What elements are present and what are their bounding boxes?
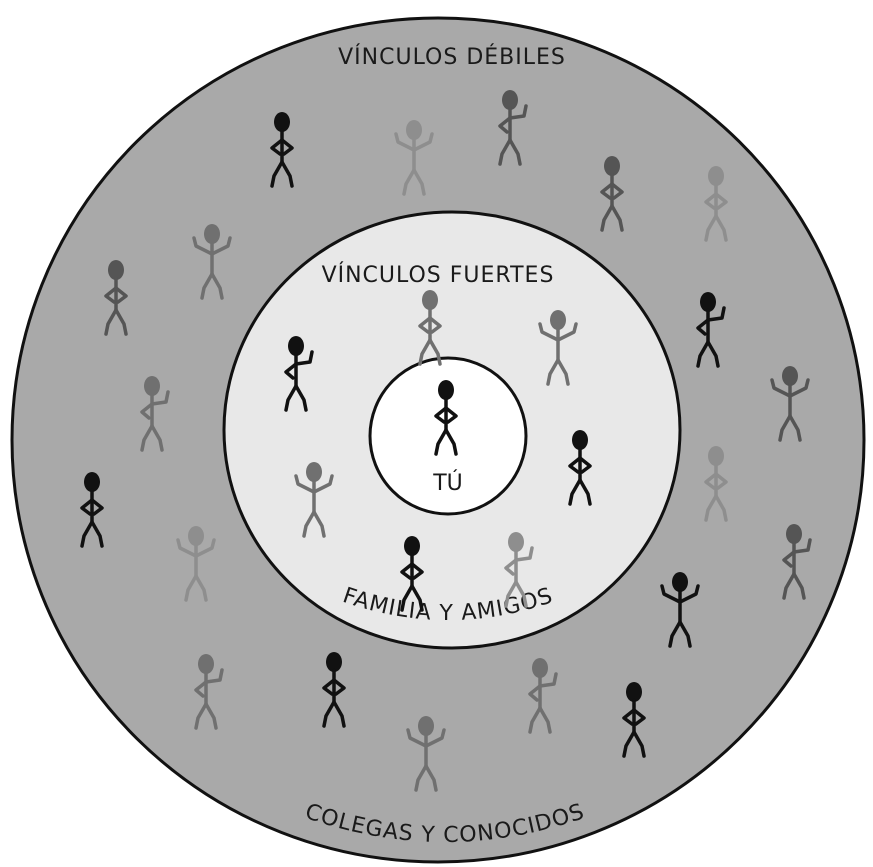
center-label: TÚ bbox=[432, 470, 463, 496]
middle-ring-title: VÍNCULOS FUERTES bbox=[322, 262, 555, 288]
outer-ring-title: VÍNCULOS DÉBILES bbox=[338, 44, 566, 70]
